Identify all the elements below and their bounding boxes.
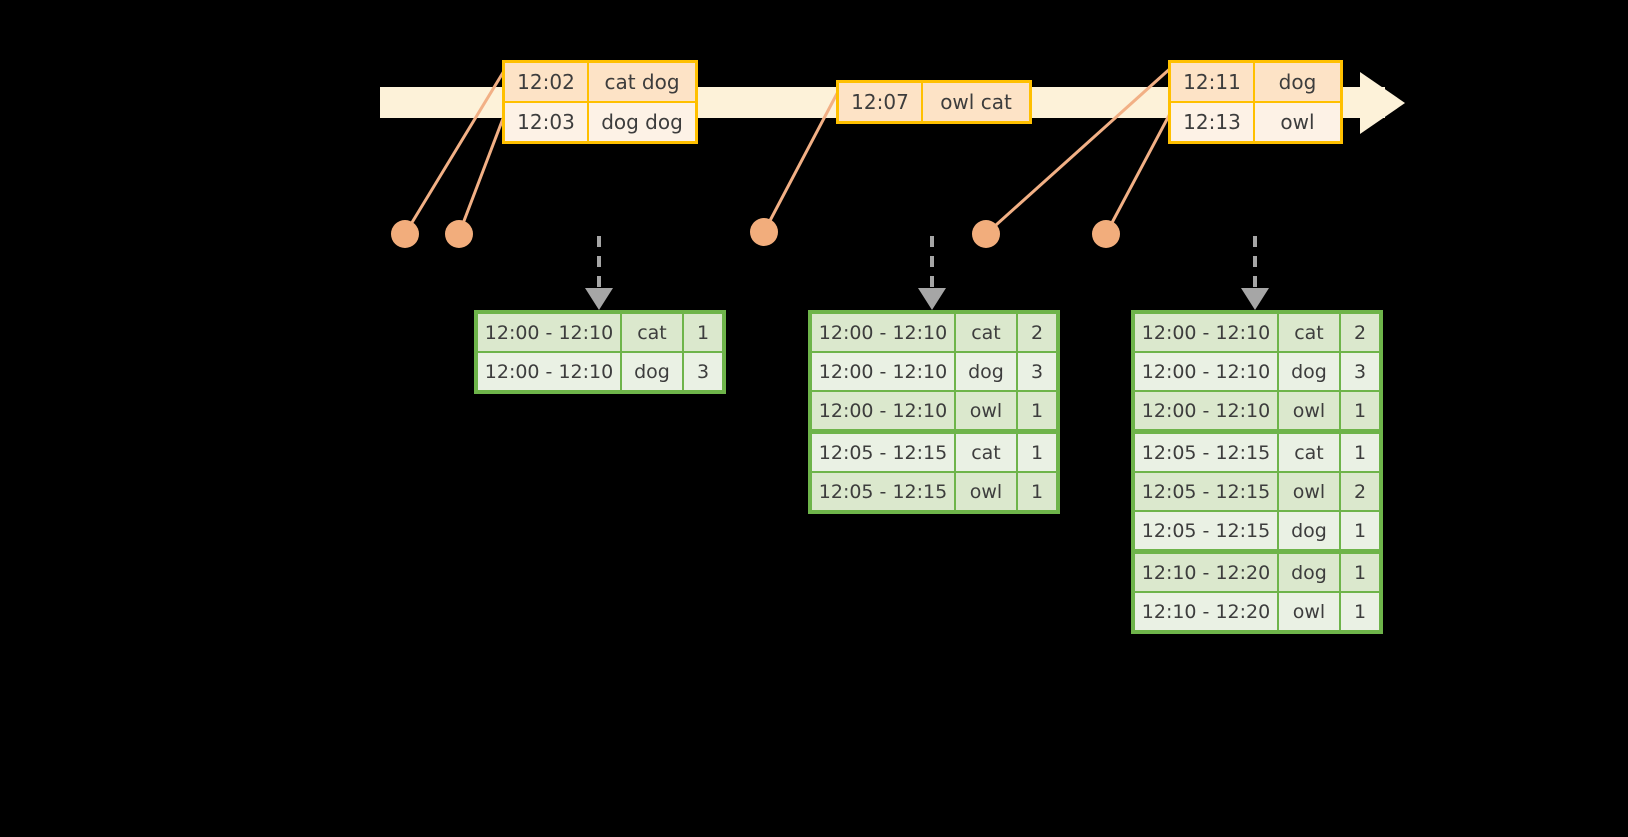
connector-dot-1207: [750, 218, 778, 246]
result-window-cell: 12:10 - 12:20: [1135, 593, 1277, 630]
result-count-cell: 2: [1018, 314, 1056, 351]
event-row: 12:07 owl cat: [839, 83, 1029, 121]
result-key-cell: cat: [622, 314, 682, 351]
result-count-cell: 3: [684, 353, 722, 390]
result-key-cell: owl: [956, 473, 1016, 510]
result-key-cell: owl: [1279, 392, 1339, 429]
result-count-cell: 1: [1341, 593, 1379, 630]
event-box-2[interactable]: 12:07 owl cat: [836, 80, 1032, 124]
event-row: 12:11 dog: [1171, 63, 1340, 101]
result-count-cell: 2: [1341, 314, 1379, 351]
event-time: 12:03: [505, 103, 589, 141]
event-value: owl cat: [923, 83, 1029, 121]
timeline-arrow-head-icon: [1360, 72, 1405, 134]
result-count-cell: 1: [1341, 392, 1379, 429]
result-key-cell: cat: [1279, 434, 1339, 471]
result-key-cell: owl: [1279, 473, 1339, 510]
event-time: 12:07: [839, 83, 923, 121]
result-window-cell: 12:10 - 12:20: [1135, 554, 1277, 591]
connector-line-1213: [1104, 107, 1175, 235]
result-key-cell: dog: [1279, 353, 1339, 390]
result-count-cell: 3: [1341, 353, 1379, 390]
dashed-arrow-head-icon-1: [585, 288, 613, 310]
result-window-cell: 12:05 - 12:15: [1135, 473, 1277, 510]
result-window-cell: 12:05 - 12:15: [812, 434, 954, 471]
result-count-cell: 3: [1018, 353, 1056, 390]
event-row: 12:13 owl: [1171, 101, 1340, 141]
event-value: owl: [1255, 103, 1340, 141]
result-window-cell: 12:00 - 12:10: [1135, 314, 1277, 351]
result-key-cell: dog: [622, 353, 682, 390]
connector-line-1203: [457, 107, 509, 235]
result-window-cell: 12:00 - 12:10: [812, 392, 954, 429]
result-key-cell: dog: [956, 353, 1016, 390]
connector-dot-1202: [391, 220, 419, 248]
event-value: cat dog: [589, 63, 695, 101]
event-box-1[interactable]: 12:02 cat dog 12:03 dog dog: [502, 60, 698, 144]
connector-dot-1211: [972, 220, 1000, 248]
result-window-cell: 12:00 - 12:10: [478, 314, 620, 351]
result-key-cell: cat: [956, 314, 1016, 351]
result-count-cell: 1: [1018, 473, 1056, 510]
result-count-cell: 1: [1341, 434, 1379, 471]
result-count-cell: 1: [1341, 554, 1379, 591]
result-window-cell: 12:00 - 12:10: [1135, 353, 1277, 390]
result-window-cell: 12:00 - 12:10: [478, 353, 620, 390]
result-window-cell: 12:05 - 12:15: [1135, 512, 1277, 549]
result-key-cell: cat: [1279, 314, 1339, 351]
dashed-arrow-head-icon-2: [918, 288, 946, 310]
result-window-cell: 12:00 - 12:10: [1135, 392, 1277, 429]
result-count-cell: 1: [1341, 512, 1379, 549]
event-value: dog: [1255, 63, 1340, 101]
result-window-cell: 12:00 - 12:10: [812, 314, 954, 351]
result-key-cell: owl: [956, 392, 1016, 429]
event-time: 12:13: [1171, 103, 1255, 141]
result-window-cell: 12:05 - 12:15: [812, 473, 954, 510]
event-box-3[interactable]: 12:11 dog 12:13 owl: [1168, 60, 1343, 144]
result-window-cell: 12:05 - 12:15: [1135, 434, 1277, 471]
result-key-cell: dog: [1279, 512, 1339, 549]
result-key-cell: owl: [1279, 593, 1339, 630]
result-count-cell: 2: [1341, 473, 1379, 510]
event-time: 12:11: [1171, 63, 1255, 101]
result-count-cell: 1: [1018, 434, 1056, 471]
event-row: 12:02 cat dog: [505, 63, 695, 101]
result-count-cell: 1: [684, 314, 722, 351]
result-window-cell: 12:00 - 12:10: [812, 353, 954, 390]
event-row: 12:03 dog dog: [505, 101, 695, 141]
result-key-cell: cat: [956, 434, 1016, 471]
event-value: dog dog: [589, 103, 695, 141]
event-time: 12:02: [505, 63, 589, 101]
connector-dot-1213: [1092, 220, 1120, 248]
dashed-arrow-head-icon-3: [1241, 288, 1269, 310]
result-count-cell: 1: [1018, 392, 1056, 429]
result-key-cell: dog: [1279, 554, 1339, 591]
connector-dot-1203: [445, 220, 473, 248]
